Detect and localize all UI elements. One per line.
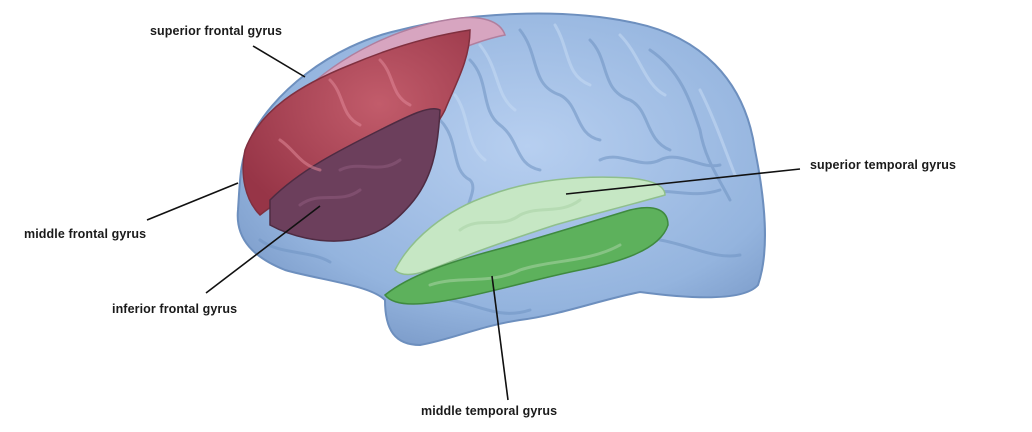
label-middle-frontal-gyrus: middle frontal gyrus [24,227,146,241]
label-middle-temporal-gyrus: middle temporal gyrus [421,404,557,418]
leader-middle-frontal [147,183,238,220]
label-inferior-frontal-gyrus: inferior frontal gyrus [112,302,237,316]
label-superior-frontal-gyrus: superior frontal gyrus [150,24,282,38]
leader-superior-frontal [253,46,305,77]
label-superior-temporal-gyrus: superior temporal gyrus [810,158,956,172]
